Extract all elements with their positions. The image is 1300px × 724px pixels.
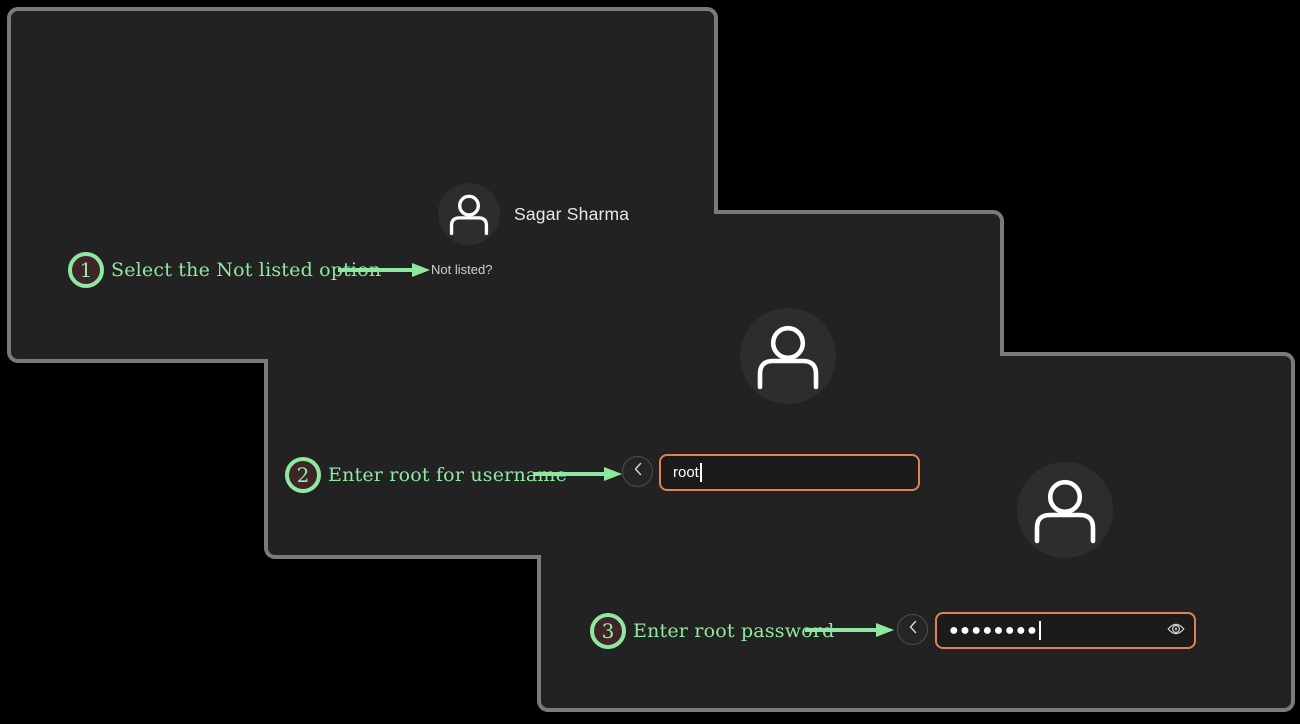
step-3-badge: 3 [590,613,626,649]
step-1-badge: 1 [68,252,104,288]
border-patch [264,213,274,359]
person-icon [1017,462,1113,558]
step-2-badge: 2 [285,457,321,493]
arrow-right-icon [803,622,895,643]
border-patch [537,357,547,555]
username-value: root [673,464,699,481]
password-masked-value: ●●●●●●●● [949,622,1039,639]
username-input[interactable]: root [659,454,920,491]
user-avatar [1017,462,1113,558]
back-button[interactable] [897,614,928,645]
not-listed-link[interactable]: Not listed? [431,262,493,277]
step-3-label: Enter root password [633,620,835,642]
password-input[interactable]: ●●●●●●●● [935,612,1196,649]
step-2-label: Enter root for username [328,464,568,486]
arrow-right-icon [531,466,623,487]
reveal-password-button[interactable] [1166,621,1186,641]
chevron-left-icon [632,462,644,481]
text-caret [1039,621,1042,640]
person-icon [740,308,836,404]
user-name[interactable]: Sagar Sharma [514,204,630,224]
back-button[interactable] [622,456,653,487]
eye-icon [1167,622,1185,639]
user-avatar[interactable] [438,183,500,245]
person-icon [438,183,500,245]
step-1-label: Select the Not listed option [111,259,382,281]
login-screen-password-entry [537,352,1295,712]
user-avatar [740,308,836,404]
chevron-left-icon [907,620,919,639]
arrow-right-icon [336,262,431,283]
text-caret [699,463,702,482]
